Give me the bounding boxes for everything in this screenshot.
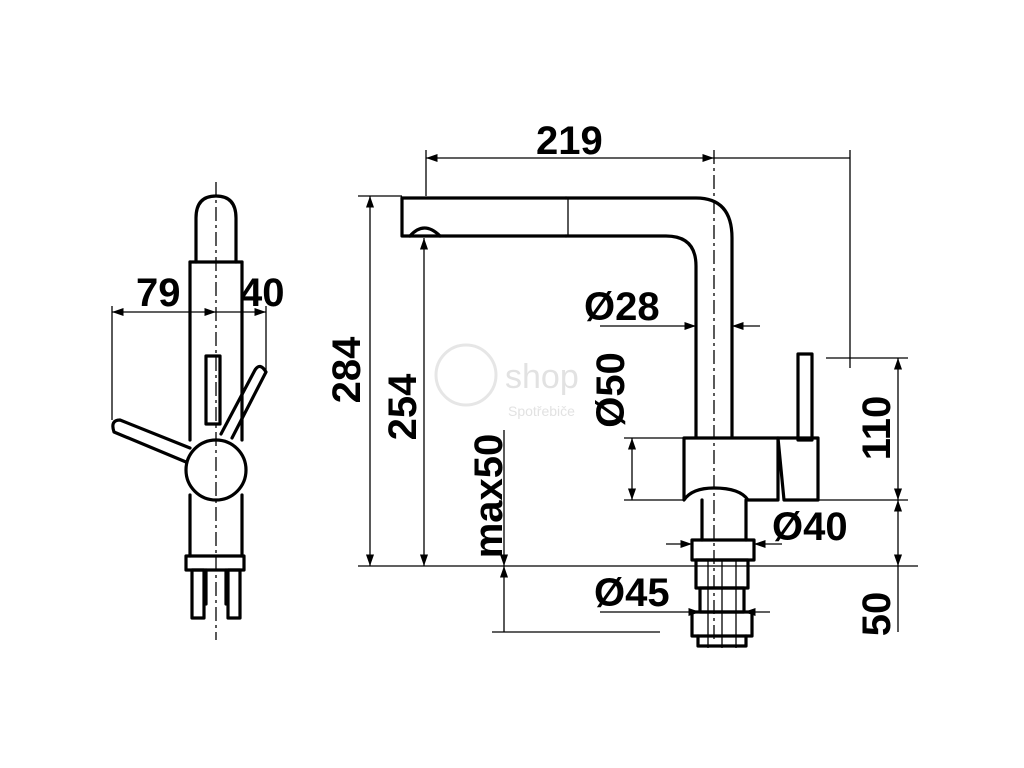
dimension-50: 50 [855, 592, 899, 637]
dimension-40: 40 [240, 271, 285, 315]
dimension-284: 284 [325, 336, 369, 403]
dimension-254: 254 [381, 373, 425, 440]
dimension-dia-28: Ø28 [584, 285, 660, 329]
dimension-max50: max50 [467, 434, 511, 559]
dimension-219: 219 [536, 119, 603, 163]
watermark-logo-icon [434, 343, 498, 407]
dimension-79: 79 [136, 271, 181, 315]
watermark: shop Spotřebiče [434, 343, 579, 419]
dimension-110: 110 [855, 396, 899, 461]
side-view [111, 182, 268, 640]
watermark-brand: shop [505, 358, 579, 396]
dimension-dia-50: Ø50 [589, 352, 633, 428]
dimension-dia-40: Ø40 [772, 505, 848, 549]
dimension-dia-45: Ø45 [594, 571, 670, 615]
front-view [358, 150, 918, 648]
watermark-sub: Spotřebiče [508, 403, 575, 419]
